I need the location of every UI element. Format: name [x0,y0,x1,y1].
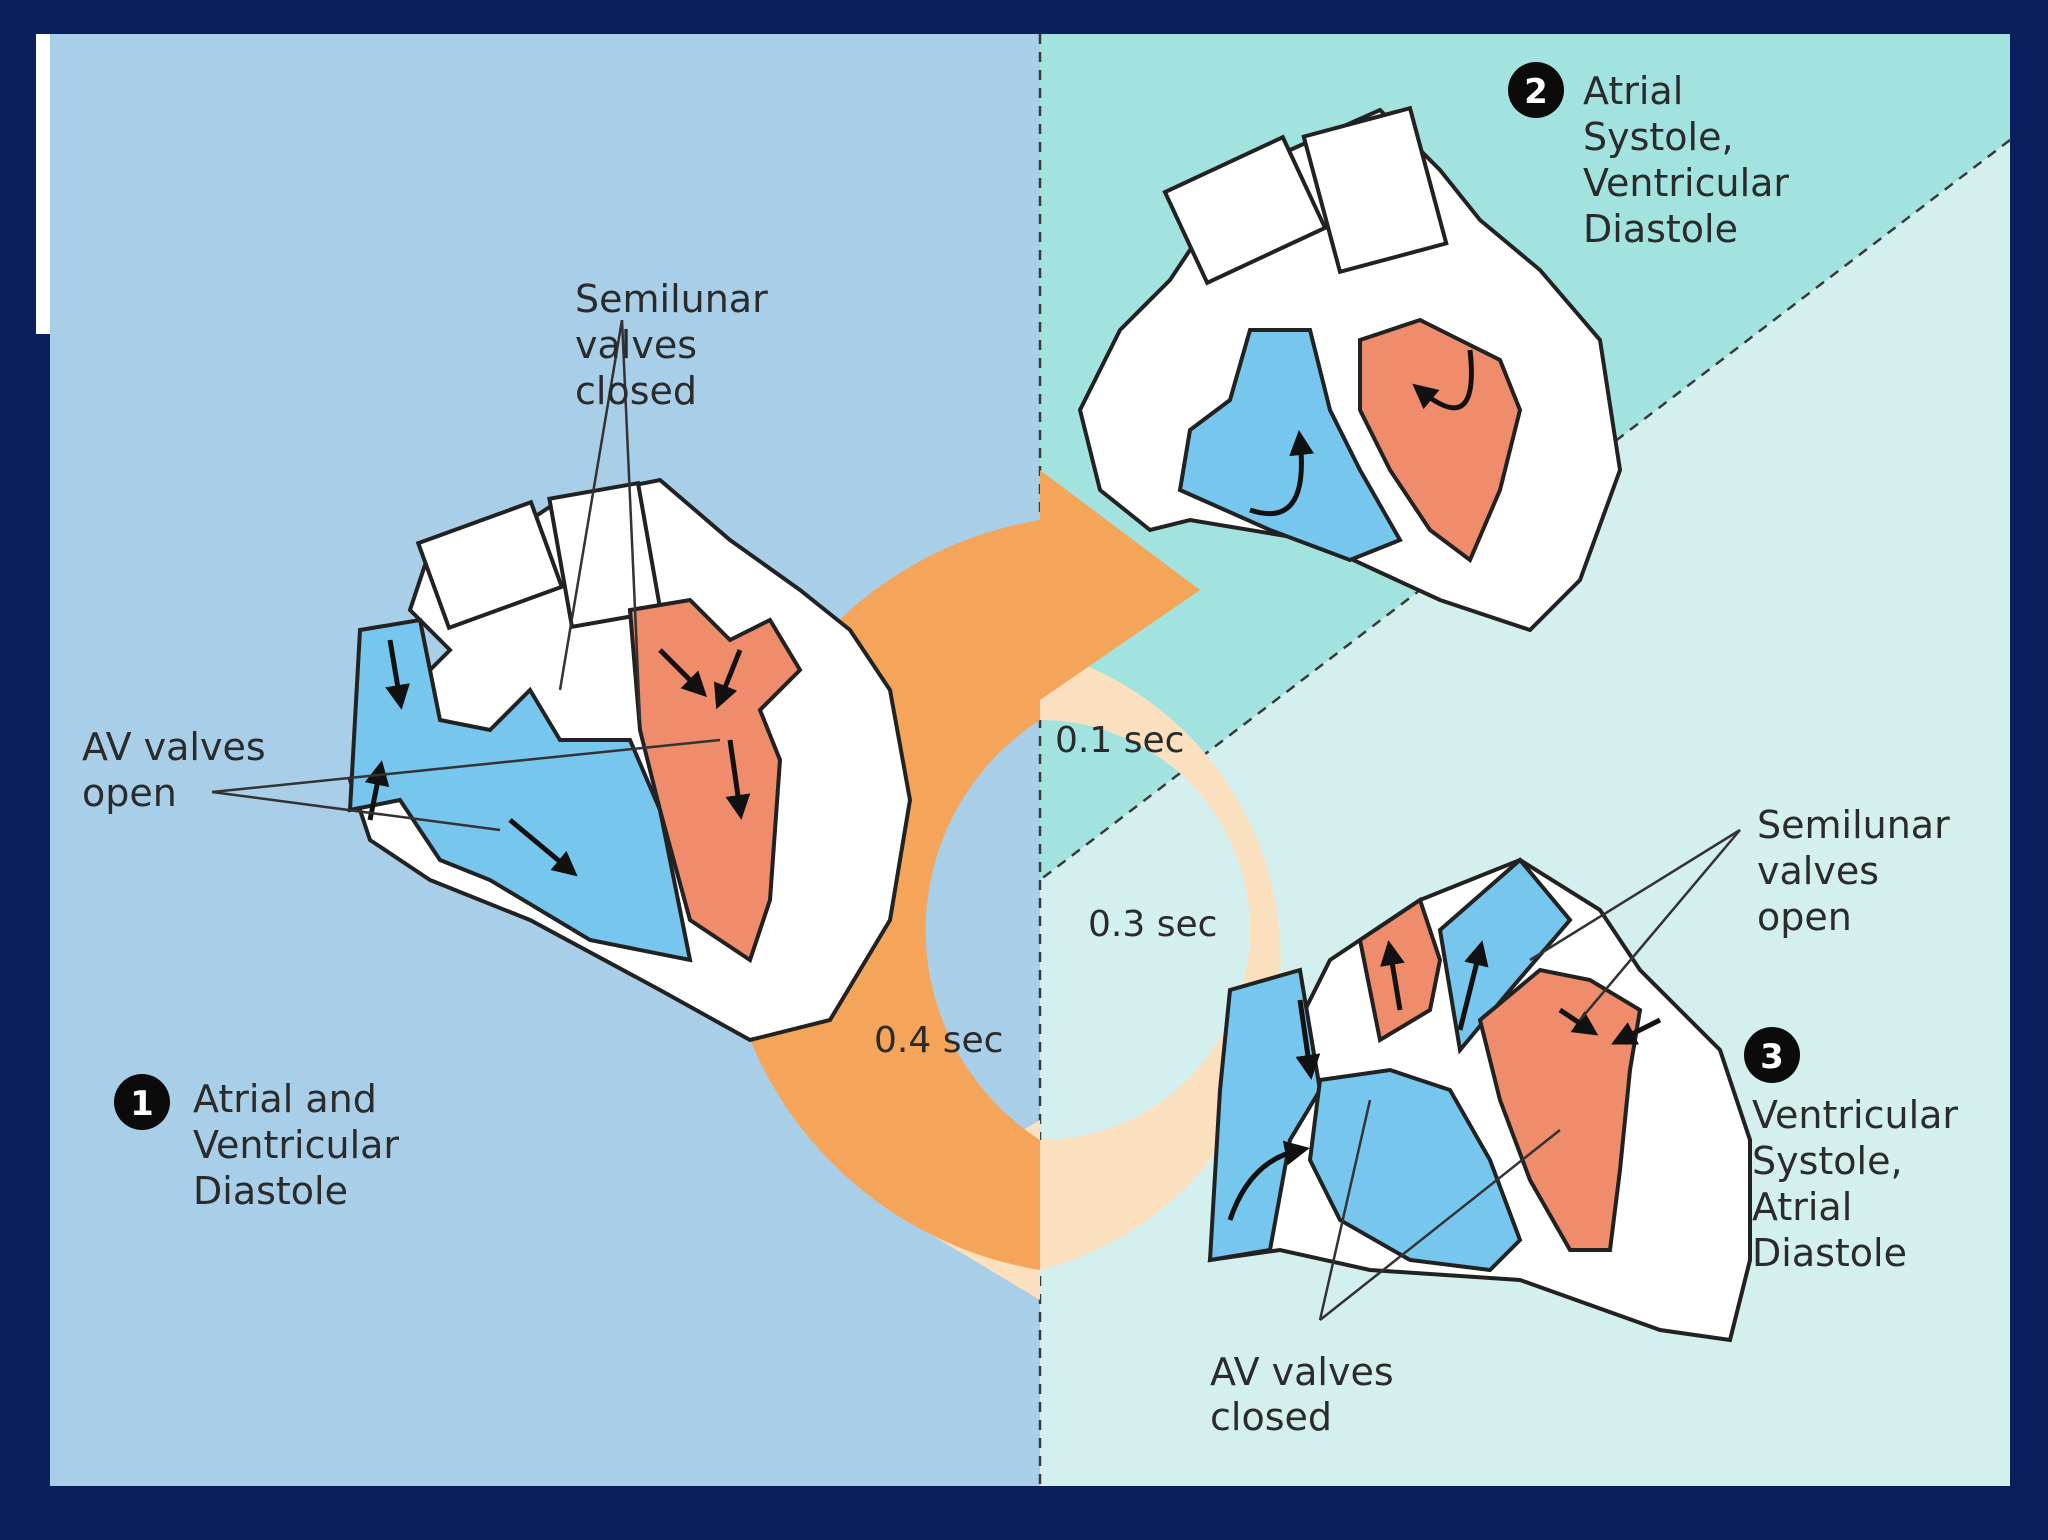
leader-lines [211,319,1741,1321]
svg-text:Diastole: Diastole [1752,1231,1907,1275]
label-semilunar-closed: Semilunar valves closed [575,277,768,413]
duration-label: 0.3 sec [1088,904,1217,945]
svg-text:valves: valves [1757,849,1879,893]
svg-text:AV valves: AV valves [82,725,266,769]
svg-text:Atrial: Atrial [1752,1185,1852,1229]
duration-label: 0.1 sec [1055,720,1184,761]
stage-number-badge [1508,62,1564,118]
svg-text:Diastole: Diastole [193,1169,348,1213]
svg-text:2: 2 [1524,72,1548,112]
stage-1-label: 1 Atrial and Ventricular Diastole [114,1074,399,1213]
label-av-open: AV valves open [82,725,266,815]
svg-text:Systole,: Systole, [1752,1139,1903,1183]
stage-number-badge [1744,1027,1800,1083]
svg-text:open: open [1757,895,1852,939]
svg-text:Semilunar: Semilunar [1757,803,1950,847]
svg-text:open: open [82,771,177,815]
svg-text:Atrial and: Atrial and [193,1077,377,1121]
svg-text:closed: closed [575,369,697,413]
svg-text:1: 1 [130,1084,154,1124]
svg-text:Diastole: Diastole [1583,207,1738,251]
svg-text:Semilunar: Semilunar [575,277,768,321]
heart-diagram-icon [1077,105,1623,633]
stage-number-badge [114,1074,170,1130]
svg-text:Systole,: Systole, [1583,115,1734,159]
svg-text:Ventricular: Ventricular [193,1123,399,1167]
stage-2-label: 2 Atrial Systole, Ventricular Diastole [1508,62,1789,251]
svg-text:closed: closed [1210,1395,1332,1439]
svg-text:3: 3 [1760,1037,1784,1077]
label-av-closed: AV valves closed [1210,1350,1394,1439]
svg-text:AV valves: AV valves [1210,1350,1394,1394]
svg-text:valves: valves [575,323,697,367]
svg-text:Ventricular: Ventricular [1583,161,1789,205]
svg-text:Ventricular: Ventricular [1752,1093,1958,1137]
panel-edge-strip [36,34,50,334]
stage-3-label: 3 Ventricular Systole, Atrial Diastole [1744,1027,1958,1275]
label-semilunar-open: Semilunar valves open [1757,803,1950,939]
svg-text:Atrial: Atrial [1583,69,1683,113]
duration-label: 0.4 sec [874,1020,1003,1061]
